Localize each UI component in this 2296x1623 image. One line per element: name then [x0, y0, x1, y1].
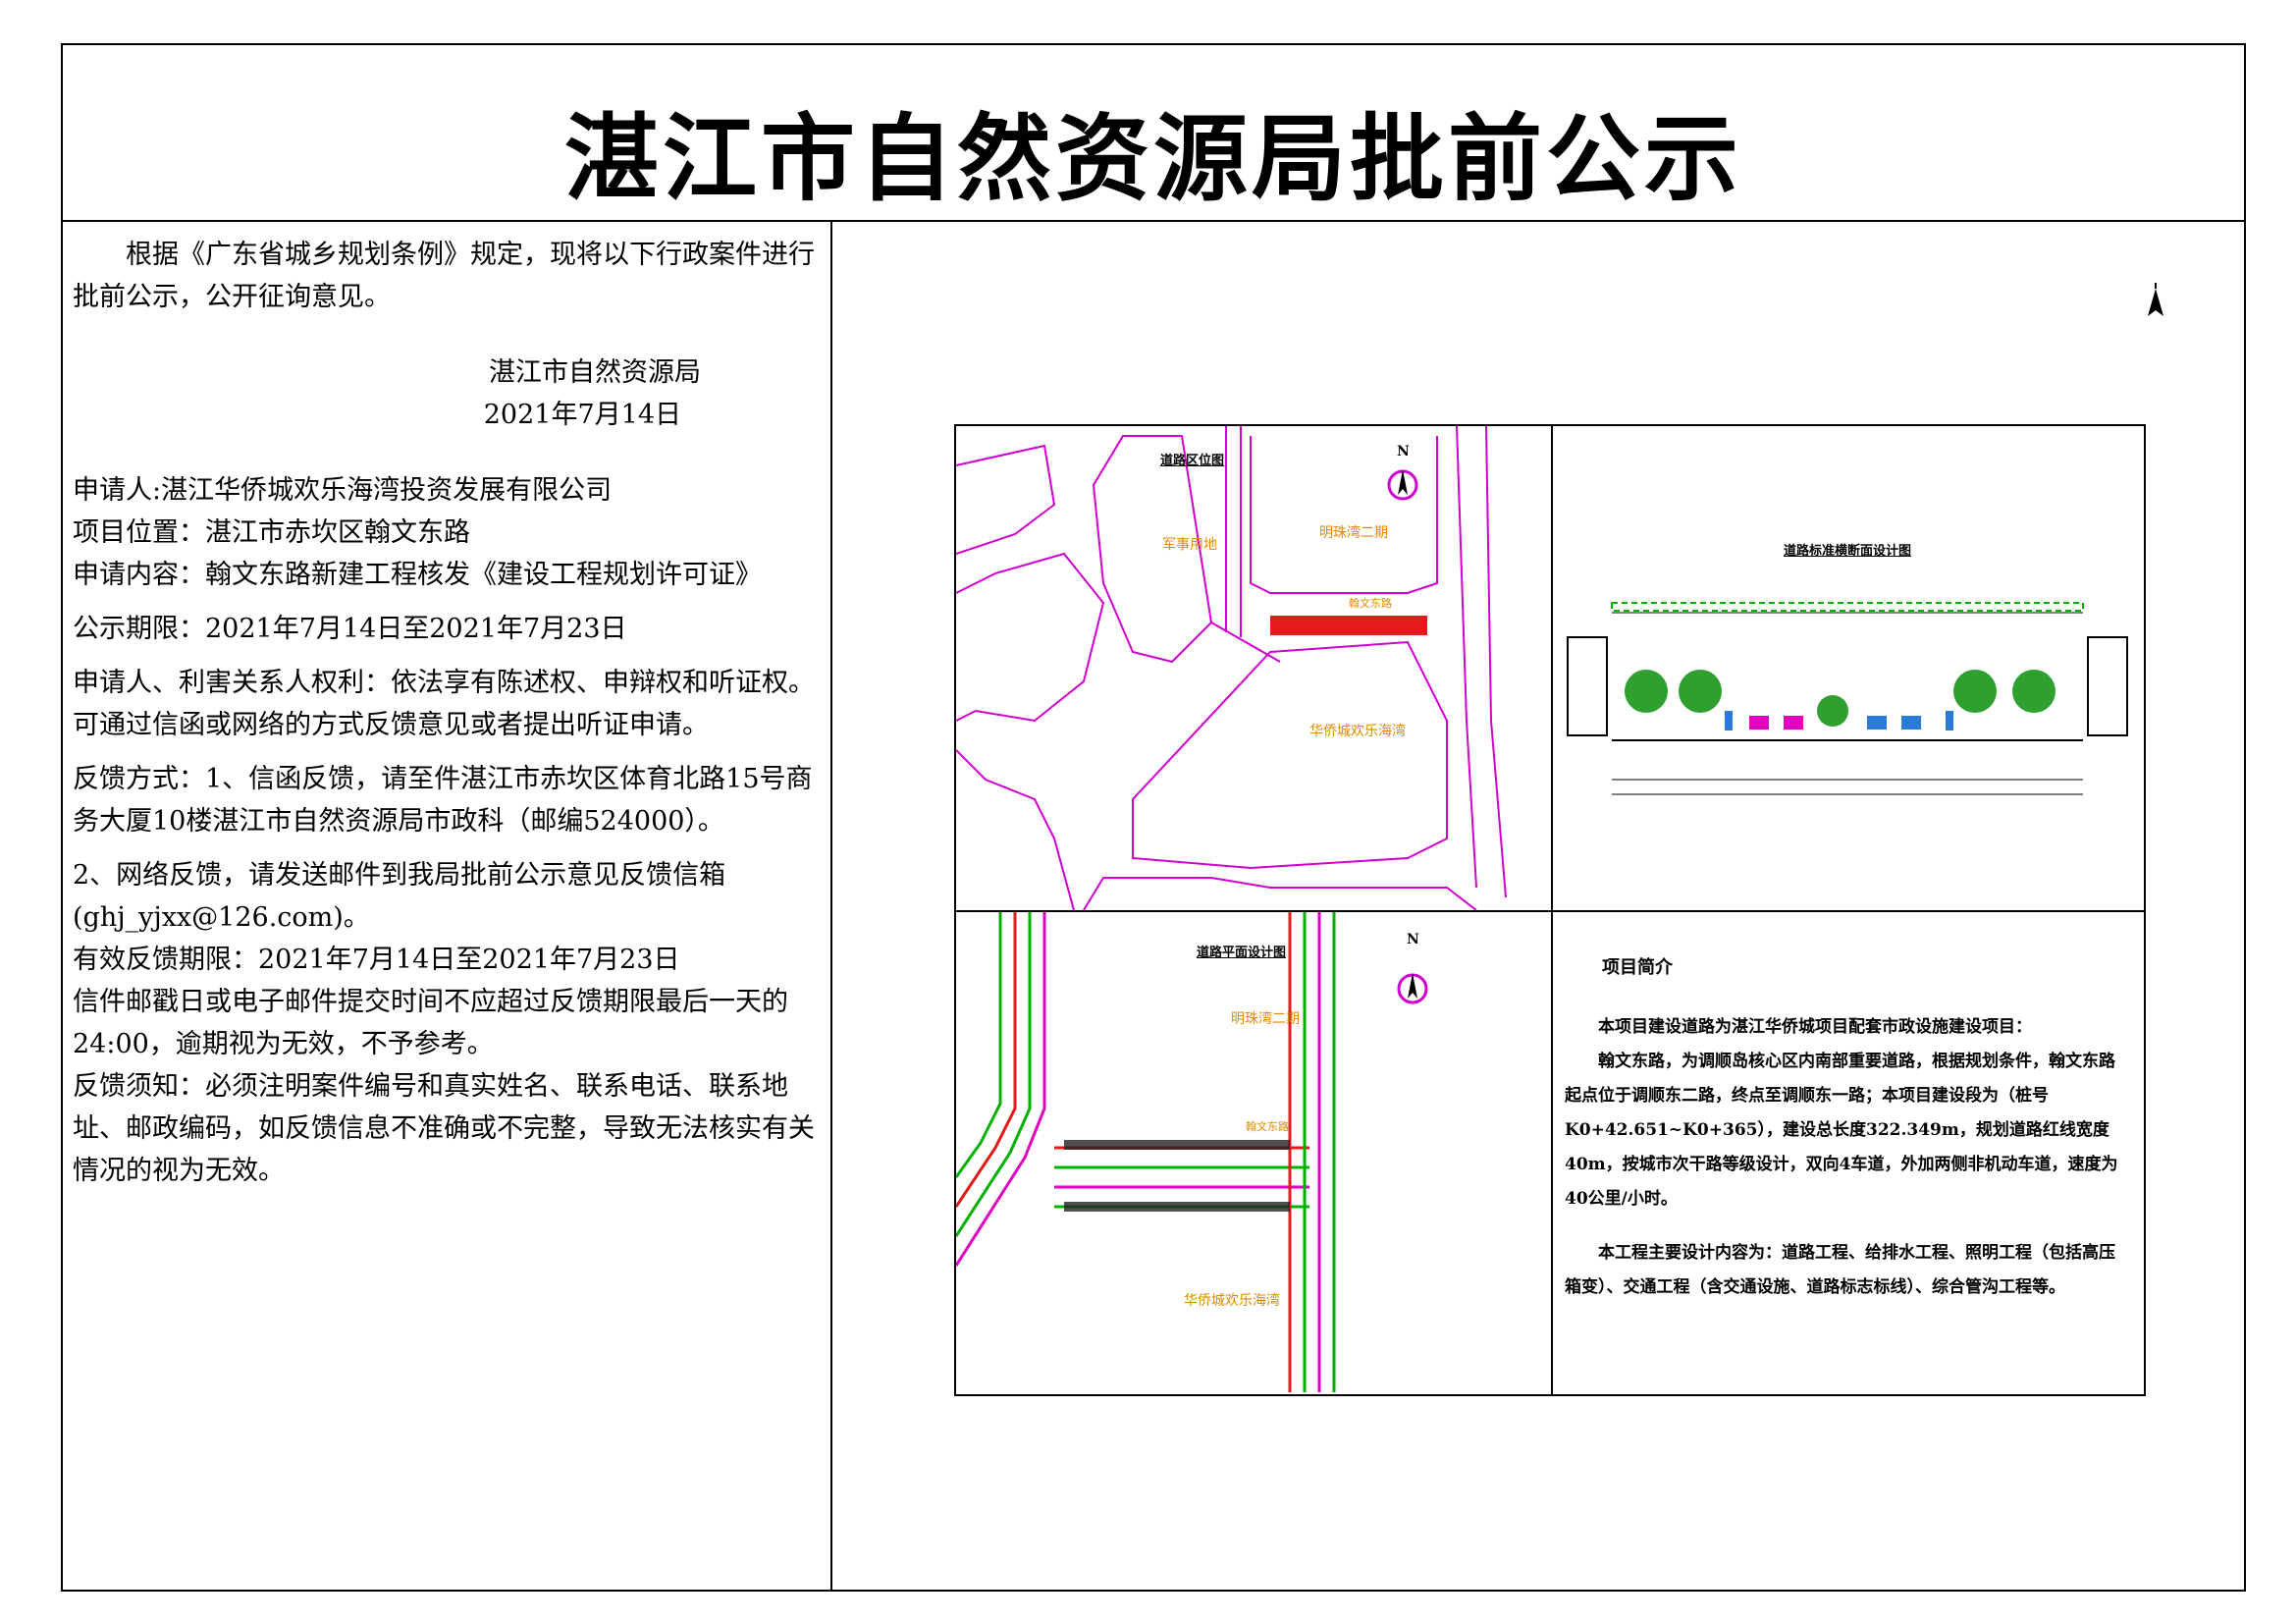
- summary-p3: 本工程主要设计内容为：道路工程、给排水工程、照明工程（包括高压箱变）、交通工程（…: [1565, 1243, 2115, 1297]
- north-arrow-icon: [2148, 283, 2163, 316]
- cross-section-drawing: [1567, 602, 2128, 795]
- label-oct-bay: 华侨城欢乐海湾: [1309, 724, 1406, 739]
- issue-date: 2021年7月14日: [483, 400, 681, 430]
- project-road-highlight: [1270, 616, 1427, 635]
- notice-period: 公示期限：2021年7月14日至2021年7月23日: [73, 614, 627, 644]
- summary-panel: 项目简介 本项目建设道路为湛江华侨城项目配套市政设施建设项目： 翰文东路，为调顺…: [1553, 912, 2144, 1394]
- feedback-mail: 反馈方式：1、信函反馈，请至件湛江市赤坎区体育北路15号商务大厦10楼湛江市自然…: [73, 764, 813, 837]
- cross-section-title: 道路标准横断面设计图: [1784, 544, 1912, 559]
- notice-text: 根据《广东省城乡规划条例》规定，现将以下行政案件进行批前公示，公开征询意见。 湛…: [73, 234, 828, 1192]
- plan-label-pearl-bay: 明珠湾二期: [1231, 1011, 1300, 1027]
- location-map-title: 道路区位图: [1160, 454, 1225, 468]
- valid-period: 有效反馈期限：2021年7月14日至2021年7月23日: [73, 945, 680, 975]
- feedback-network: 2、网络反馈，请发送邮件到我局批前公示意见反馈信箱(ghj_yjxx@126.c…: [73, 860, 726, 933]
- deadline-note: 信件邮戳日或电子邮件提交时间不应超过反馈期限最后一天的24:00，逾期视为无效，…: [73, 987, 788, 1059]
- label-north: N: [1397, 444, 1410, 460]
- plan-label-road: 翰文东路: [1246, 1120, 1289, 1133]
- application-content: 申请内容：翰文东路新建工程核发《建设工程规划许可证》: [73, 560, 762, 590]
- label-pearl-bay: 明珠湾二期: [1319, 525, 1388, 541]
- plan-panel: 道路平面设计图 明珠湾二期 华侨城欢乐海湾 翰文东路 N: [956, 912, 1553, 1394]
- requirements-note: 反馈须知：必须注明案件编号和真实姓名、联系电话、联系地址、邮政编码，如反馈信息不…: [73, 1071, 815, 1186]
- plan-label-oct-bay: 华侨城欢乐海湾: [1184, 1293, 1280, 1309]
- summary-p2: 翰文东路，为调顺岛核心区内南部重要道路，根据规划条件，翰文东路起点位于调顺东二路…: [1565, 1052, 2118, 1209]
- summary-text: 本项目建设道路为湛江华侨城项目配套市政设施建设项目： 翰文东路，为调顺岛核心区内…: [1565, 1010, 2124, 1305]
- summary-title: 项目简介: [1602, 957, 1673, 978]
- intro-paragraph: 根据《广东省城乡规划条例》规定，现将以下行政案件进行批前公示，公开征询意见。: [73, 240, 815, 312]
- column-divider: [830, 222, 832, 1592]
- summary-p1: 本项目建设道路为湛江华侨城项目配套市政设施建设项目：: [1598, 1017, 2032, 1037]
- project-location: 项目位置：湛江市赤坎区翰文东路: [73, 517, 470, 548]
- label-military-land: 军事用地: [1162, 537, 1217, 553]
- location-map-drawing: [956, 426, 1507, 910]
- cross-section-panel: 道路标准横断面设计图: [1553, 426, 2144, 912]
- notice-frame: [61, 43, 2246, 1592]
- plan-title: 道路平面设计图: [1197, 946, 1287, 960]
- title-row: 湛江市自然资源局批前公示: [61, 43, 2246, 222]
- page-title: 湛江市自然资源局批前公示: [564, 103, 1742, 214]
- location-map-panel: 道路区位图 军事用地 明珠湾二期 华侨城欢乐海湾 翰文东路 N: [956, 426, 1553, 912]
- rights: 申请人、利害关系人权利：依法享有陈述权、申辩权和听证权。可通过信函或网络的方式反…: [73, 668, 815, 740]
- plan-drawing: [956, 912, 1428, 1392]
- label-road-name: 翰文东路: [1349, 597, 1392, 610]
- plan-label-north: N: [1407, 932, 1419, 947]
- issuer: 湛江市自然资源局: [489, 357, 701, 388]
- applicant: 申请人:湛江华侨城欢乐海湾投资发展有限公司: [73, 475, 613, 506]
- drawing-figure: 道路区位图 军事用地 明珠湾二期 华侨城欢乐海湾 翰文东路 N 道路标准: [954, 424, 2146, 1396]
